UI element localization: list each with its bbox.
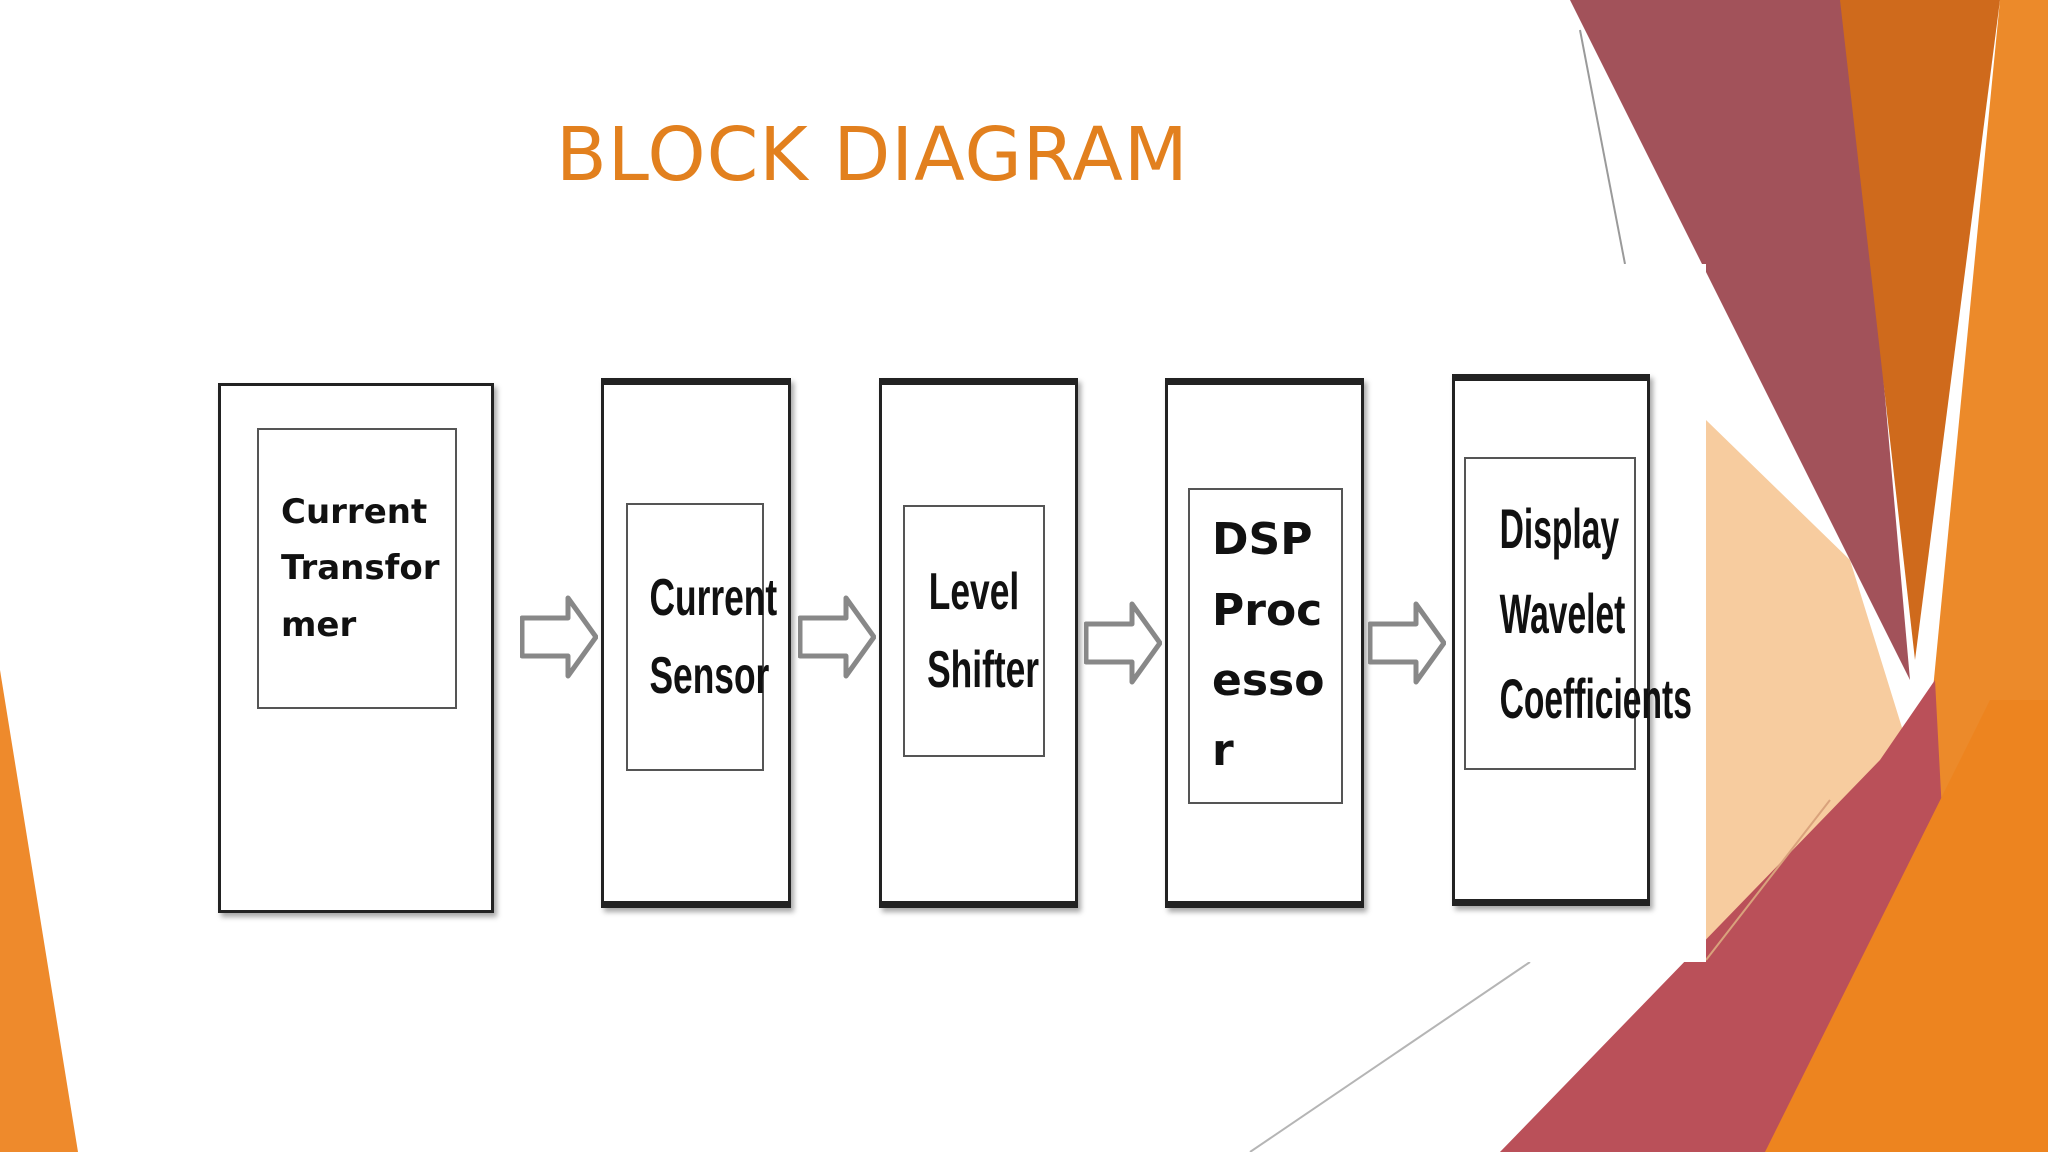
block-label: Coefficients: [1499, 667, 1692, 731]
block-label: mer: [281, 604, 357, 645]
current-transformer-block: Current Transfor mer: [218, 383, 494, 913]
level-shifter-inner-box: Level Shifter: [903, 505, 1045, 757]
block-label: Current: [281, 492, 428, 533]
display-wavelet-coefficients-inner-box: Display Wavelet Coefficients: [1464, 457, 1692, 770]
block-label: Current: [649, 569, 778, 627]
right-arrow-icon: [1368, 601, 1446, 685]
block-label: esso: [1212, 655, 1325, 706]
block-label: Shifter: [927, 641, 1040, 699]
current-sensor-block: Current Sensor: [601, 378, 791, 908]
slide-title: BLOCK DIAGRAM: [556, 112, 1189, 198]
right-arrow-icon: [1084, 601, 1162, 685]
current-sensor-inner-box: Current Sensor: [626, 503, 778, 771]
block-label: Proc: [1212, 584, 1323, 636]
block-label: Sensor: [649, 647, 770, 705]
right-arrow-icon: [798, 595, 876, 679]
thin-line: [1579, 29, 1626, 265]
block-label: DSP: [1212, 514, 1313, 566]
right-arrow-icon: [520, 595, 598, 679]
block-label: Display: [1499, 496, 1620, 560]
block-label: Wavelet: [1499, 581, 1626, 645]
block-label: Level: [928, 563, 1020, 621]
peach-shape: [1500, 420, 1940, 1152]
thin-line: [1705, 799, 1831, 961]
block-label: Transfor: [281, 548, 440, 589]
maroon-shape: [1570, 0, 1910, 680]
dark-orange-band: [1840, 0, 2000, 660]
orange-bottom-shape: [1765, 700, 2048, 1152]
dsp-processor-inner-box: DSP Proc esso r: [1188, 488, 1343, 804]
left-orange-shape: [0, 670, 78, 1152]
block-label: r: [1212, 725, 1234, 777]
display-wavelet-coefficients-block: Display Wavelet Coefficients: [1452, 374, 1692, 906]
thin-line: [1249, 961, 1531, 1152]
dsp-processor-block: DSP Proc esso r: [1165, 378, 1364, 908]
current-transformer-inner-box: Current Transfor mer: [257, 428, 457, 709]
level-shifter-block: Level Shifter: [879, 378, 1078, 908]
